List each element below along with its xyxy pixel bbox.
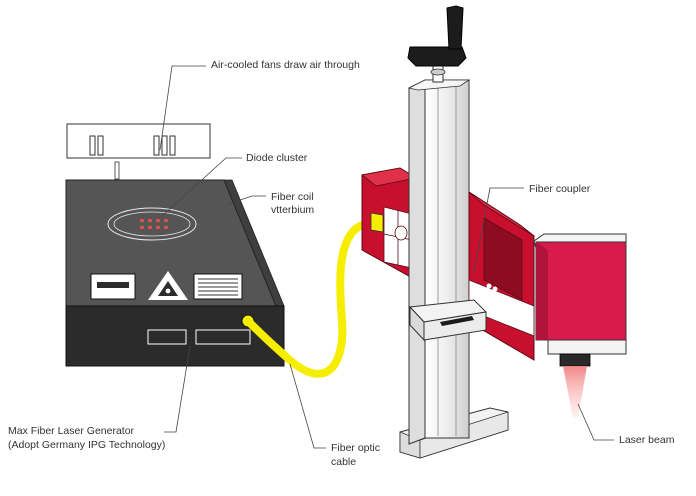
handwheel-handle	[446, 5, 464, 50]
fiber-coupler	[483, 217, 523, 301]
fan-post	[114, 161, 120, 180]
diode-cluster-icon	[140, 219, 168, 229]
generator-label-line1: Max Fiber Laser Generator	[8, 425, 135, 437]
diode-label: Diode cluster	[246, 152, 308, 164]
label-fans: Air-cooled fans draw air through	[159, 59, 360, 151]
front-port-left	[147, 329, 187, 345]
label-generator: Max Fiber Laser Generator (Adopt Germany…	[8, 345, 191, 451]
generator-front	[65, 305, 285, 367]
label-cable: Fiber optic cable	[289, 363, 380, 468]
label-coupler: Fiber coupler	[473, 183, 591, 273]
panel-display-icon	[90, 273, 136, 300]
warning-triangle-icon	[148, 271, 188, 300]
z-axis-carriage[interactable]	[408, 299, 488, 342]
coil-label-line2: vtterbium	[271, 204, 314, 216]
laser-beam	[563, 366, 587, 418]
diode-cluster-window	[107, 207, 197, 241]
label-beam: Laser beam	[577, 403, 675, 446]
column-handwheel[interactable]	[407, 5, 467, 83]
laser-arm-right	[468, 191, 535, 361]
vent-grille-icon	[193, 273, 243, 300]
fiber-optic-cable	[244, 220, 382, 378]
f-theta-lens	[559, 353, 591, 367]
label-diode: Diode cluster	[161, 152, 308, 217]
coupler-label: Fiber coupler	[529, 183, 591, 195]
label-coil: Fiber coil vtterbium	[227, 191, 314, 216]
laser-generator	[65, 179, 285, 367]
laser-arm-left	[361, 167, 418, 281]
handwheel-disc	[407, 46, 467, 67]
fan-unit	[66, 123, 211, 159]
coil-label-line1: Fiber coil	[271, 191, 314, 203]
cable-label-line2: cable	[331, 456, 356, 468]
fans-label: Air-cooled fans draw air through	[211, 59, 360, 71]
scan-head	[533, 233, 627, 367]
cable-label-line1: Fiber optic	[331, 442, 380, 454]
carriage-lever[interactable]	[440, 316, 474, 326]
vertical-column	[407, 79, 471, 445]
generator-label-line2: (Adopt Germany IPG Technology)	[8, 439, 165, 451]
fiber-inlet	[370, 212, 384, 233]
beam-label: Laser beam	[619, 434, 675, 446]
front-port-right	[195, 329, 251, 345]
